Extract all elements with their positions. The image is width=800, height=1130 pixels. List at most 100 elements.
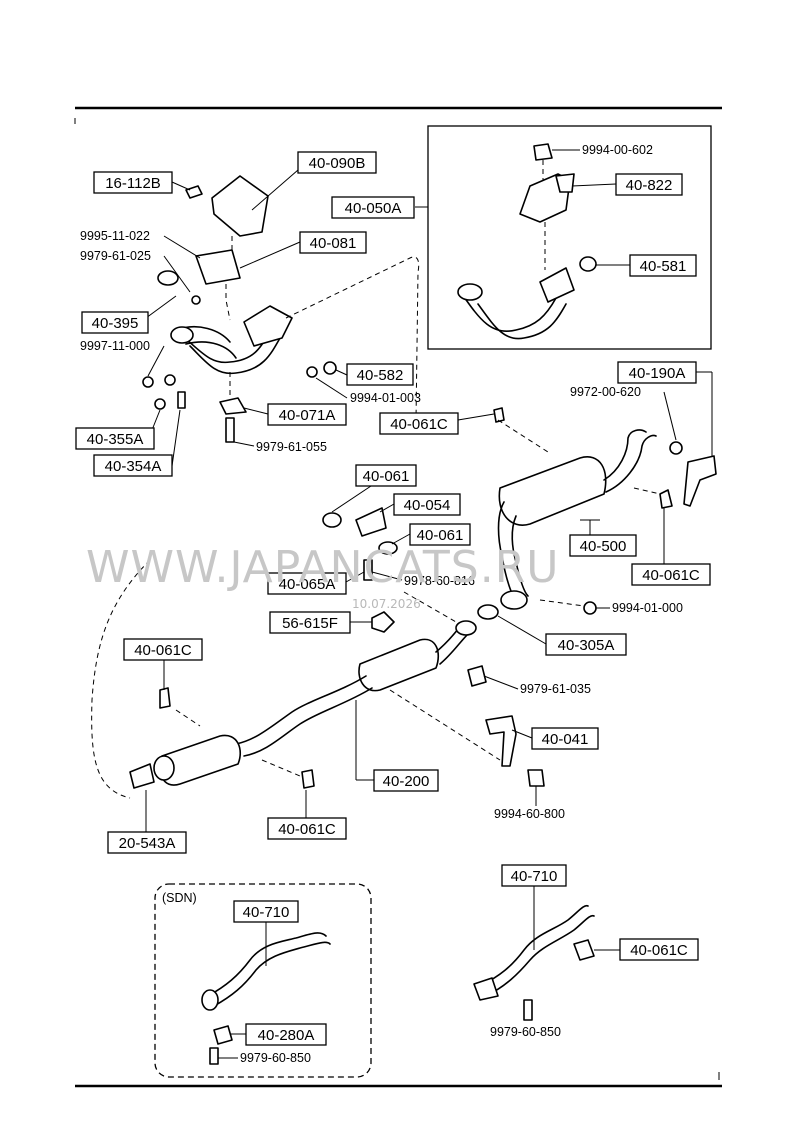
tail-pipe (473, 904, 595, 1021)
label-40-710: 40-710 (501, 864, 567, 887)
svg-text:40-061C: 40-061C (390, 416, 448, 433)
label-9979-61-025: 9979-61-025 (80, 249, 151, 263)
svg-text:40-710: 40-710 (243, 904, 290, 921)
svg-text:40-395: 40-395 (92, 315, 139, 332)
svg-text:40-081: 40-081 (310, 235, 357, 252)
flange-40-280A (213, 1025, 233, 1045)
label-40-061-a: 40-061 (355, 464, 417, 487)
pre-muffler (358, 638, 440, 692)
svg-text:40-061C: 40-061C (630, 942, 688, 959)
label-40-500: 40-500 (569, 534, 637, 557)
hanger-40-061C-b (659, 489, 673, 509)
watermark-text: WWW.JAPANCATS.RU (86, 542, 559, 593)
rear-muffler-body (498, 456, 607, 526)
seal-40-061-a (322, 512, 342, 528)
nut-9994-60-800 (527, 769, 545, 787)
label-40-582: 40-582 (346, 363, 414, 386)
svg-text:40-500: 40-500 (580, 538, 627, 555)
nut-40-582 (323, 361, 337, 375)
label-40-710-sdn: 40-710 (233, 900, 299, 923)
svg-text:40-305A: 40-305A (558, 637, 615, 654)
front-pipe-inlet-left (170, 326, 194, 344)
label-20-543A: 20-543A (107, 831, 187, 854)
label-9979-61-055: 9979-61-055 (256, 440, 327, 454)
nut-40-581 (579, 256, 597, 272)
tail-pipe-sdn (201, 932, 331, 1065)
rear-muffler-40-500 (477, 407, 717, 620)
label-9994-00-602: 9994-00-602 (582, 143, 653, 157)
svg-text:40-050A: 40-050A (345, 200, 402, 217)
label-16-112B: 16-112B (93, 171, 173, 194)
nut-40-355A (154, 398, 166, 410)
label-9994-60-800: 9994-60-800 (494, 807, 565, 821)
label-9997-11-000: 9997-11-000 (80, 339, 150, 353)
label-40-041: 40-041 (531, 727, 599, 750)
svg-text:40-041: 40-041 (542, 731, 589, 748)
label-56-615F: 56-615F (269, 611, 351, 634)
plug-56-615F (371, 611, 395, 633)
label-40-061C-e: 40-061C (619, 938, 699, 961)
alternate-front-pipe (457, 143, 597, 340)
label-40-395: 40-395 (81, 311, 149, 334)
svg-text:40-582: 40-582 (357, 367, 404, 384)
label-9979-60-850: 9979-60-850 (490, 1025, 561, 1039)
label-40-061C-c: 40-061C (123, 638, 203, 661)
manifold-flange (157, 270, 179, 286)
bracket-40-071A (219, 397, 247, 415)
label-40-081: 40-081 (299, 231, 367, 254)
heat-shield-40-090B (211, 175, 269, 237)
stud-40-354A (177, 391, 186, 409)
svg-text:40-054: 40-054 (404, 497, 451, 514)
gasket-40-305A (477, 604, 499, 620)
hanger-40-061C-a (493, 407, 505, 423)
label-9994-01-000: 9994-01-000 (612, 601, 683, 615)
svg-text:40-200: 40-200 (383, 773, 430, 790)
label-40-065A: 40-065A (267, 572, 347, 595)
sdn-caption: (SDN) (162, 891, 197, 905)
label-40-061-b: 40-061 (409, 523, 471, 546)
bracket-40-822 (519, 173, 571, 223)
svg-text:40-065A: 40-065A (279, 576, 336, 593)
label-9994-01-003: 9994-01-003 (350, 391, 421, 405)
svg-text:40-061: 40-061 (417, 527, 464, 544)
hanger-40-061C-d (301, 769, 315, 789)
bracket-40-190A (683, 455, 717, 507)
nut-9997-11-000 (142, 376, 154, 388)
svg-text:40-581: 40-581 (640, 258, 687, 275)
svg-text:40-822: 40-822 (626, 177, 673, 194)
hanger-40-061C-e (573, 939, 595, 961)
label-9978-60-816: 9978-60-816 (404, 574, 475, 588)
svg-text:40-090B: 40-090B (309, 155, 366, 172)
watermark-date: 10.07.2026 (352, 597, 421, 611)
clamp-40-054 (355, 507, 387, 537)
flange-20-543A (129, 763, 155, 789)
svg-text:56-615F: 56-615F (282, 615, 338, 632)
rear-pipe-flange (500, 590, 528, 610)
label-40-071A: 40-071A (267, 403, 347, 426)
svg-text:16-112B: 16-112B (105, 175, 161, 192)
bolt-9979-61-055 (225, 417, 235, 443)
svg-text:40-190A: 40-190A (629, 365, 686, 382)
label-40-061C-b: 40-061C (631, 563, 711, 586)
label-9979-60-850-sdn: 9979-60-850 (240, 1051, 311, 1065)
label-40-200: 40-200 (373, 769, 439, 792)
bracket-40-041 (485, 715, 517, 767)
bracket-40-081 (195, 249, 241, 285)
bolt-9972-00-620 (669, 441, 683, 455)
bolt-9979-61-035 (467, 665, 487, 687)
bolt-16-112B (185, 185, 203, 199)
label-40-190A: 40-190A (617, 361, 697, 384)
label-40-090B: 40-090B (297, 151, 377, 174)
svg-text:20-543A: 20-543A (119, 835, 176, 852)
svg-text:40-280A: 40-280A (258, 1027, 315, 1044)
label-40-581: 40-581 (629, 254, 697, 277)
svg-text:40-061C: 40-061C (134, 642, 192, 659)
bolt-sdn-9979-60-850 (209, 1047, 219, 1065)
alternate-front-pipe-frame (427, 125, 712, 350)
label-40-822: 40-822 (615, 173, 683, 196)
svg-text:40-355A: 40-355A (87, 431, 144, 448)
mid-hardware (322, 507, 398, 633)
label-40-355A: 40-355A (75, 427, 155, 450)
